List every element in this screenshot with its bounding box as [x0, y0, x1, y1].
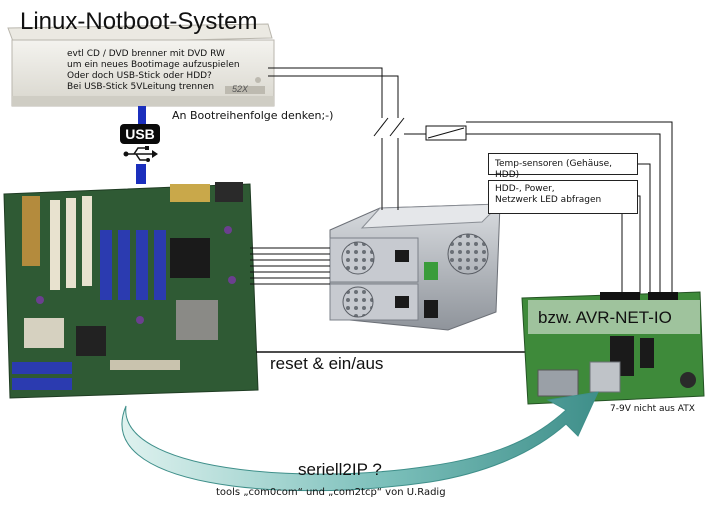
mainboard	[3, 182, 259, 399]
temp-sensors-box: Temp-sensoren (Gehäuse, HDD)	[488, 153, 638, 180]
wires	[250, 67, 673, 353]
usb-badge: USB	[120, 124, 160, 144]
tools-label: tools „com0com“ und „com2tcp“ von U.Radi…	[216, 487, 446, 498]
led-box: HDD-, Power, Netzwerk LED abfragen	[488, 180, 638, 214]
led-box-line: HDD-, Power,	[495, 184, 555, 194]
usb-cable-top	[138, 106, 146, 124]
serial-arrow	[121, 391, 599, 492]
usb-cable-bottom	[136, 164, 146, 184]
drive-face-label: 52X	[232, 84, 249, 94]
note-line: Bei USB-Stick 5VLeitung trennen	[67, 82, 215, 92]
note-line: Oder doch USB-Stick oder HDD?	[67, 71, 212, 81]
boot-order-hint: An Bootreihenfolge denken;-)	[172, 109, 334, 122]
avr-label: bzw. AVR-NET-IO	[538, 308, 672, 327]
led-box-line: Netzwerk LED abfragen	[495, 195, 602, 205]
page-title: Linux-Notboot-System	[20, 8, 258, 35]
power-supply	[329, 203, 502, 331]
dvd-drive	[7, 23, 275, 107]
note-line: evtl CD / DVD brenner mit DVD RW	[67, 49, 225, 59]
power-note: 7-9V nicht aus ATX	[610, 404, 695, 414]
serial-label: seriell2IP ?	[298, 460, 382, 479]
avr-net-io-board	[521, 291, 705, 405]
drive-note: evtl CD / DVD brenner mit DVD RW um ein …	[67, 49, 272, 93]
reset-label: reset & ein/aus	[270, 354, 384, 373]
usb-symbol-icon	[123, 146, 158, 162]
note-line: um ein neues Bootimage aufzuspielen	[67, 60, 240, 70]
